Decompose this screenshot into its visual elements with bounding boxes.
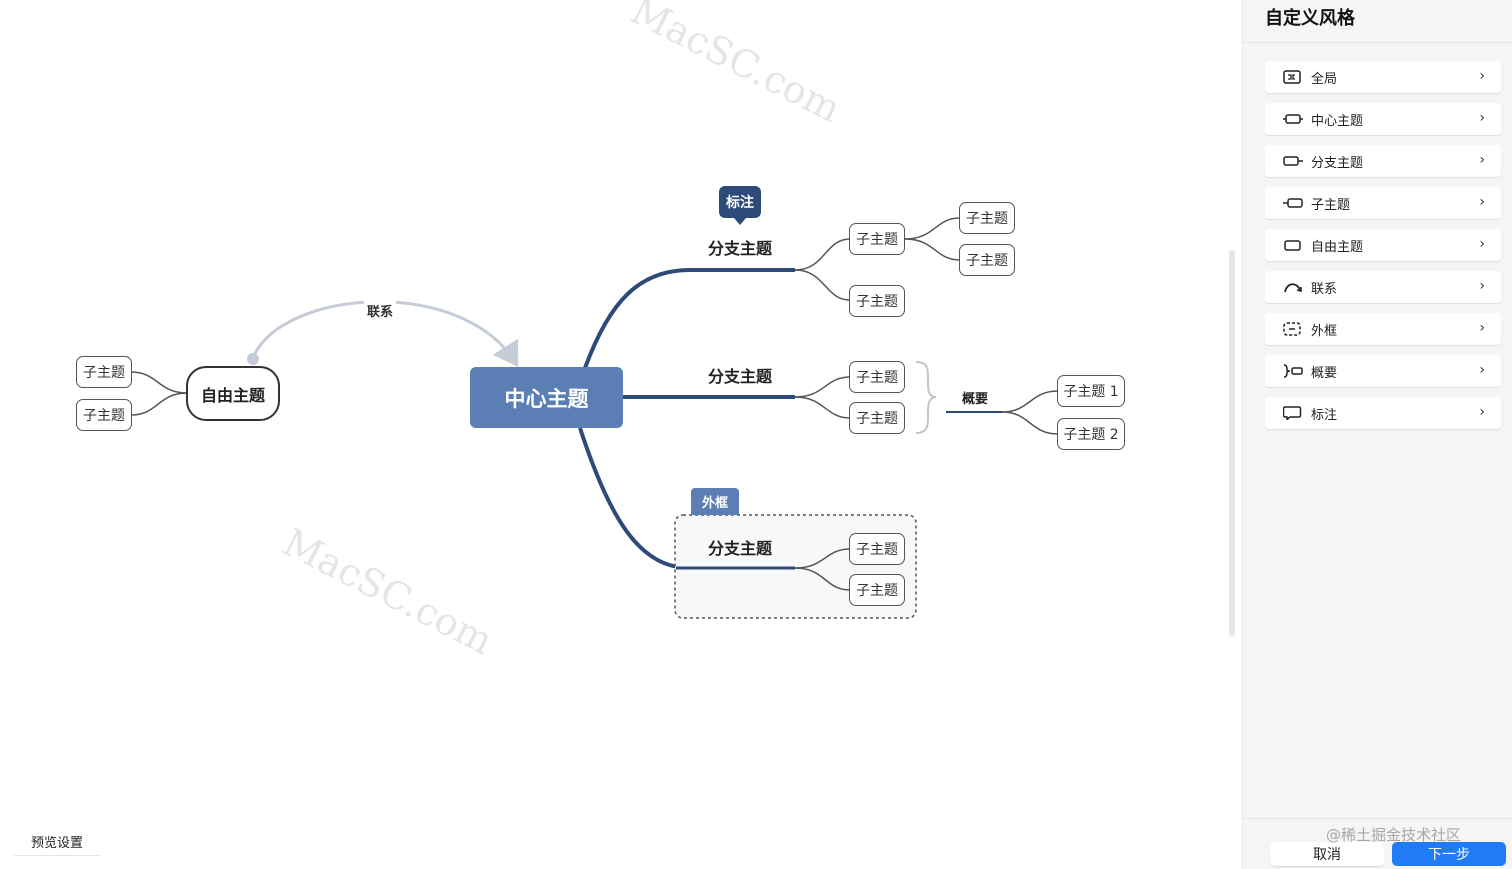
menu-item-label: 全局 [1311, 71, 1338, 87]
panel-title: 自定义风格 [1265, 8, 1355, 29]
canvas-scrollbar[interactable] [1229, 250, 1235, 636]
free-topic-icon [1284, 240, 1301, 251]
panel-footer-divider [1243, 818, 1512, 819]
branch-topic-3[interactable]: 分支主题 [707, 539, 772, 558]
summary-brace [915, 361, 937, 434]
chevron-right-icon: › [1479, 110, 1485, 126]
branch-line-1 [583, 268, 795, 369]
chevron-right-icon: › [1479, 152, 1485, 168]
menu-item-label: 中心主题 [1311, 113, 1364, 129]
menu-item-label: 标注 [1311, 407, 1338, 423]
summary-icon [1283, 364, 1303, 378]
boundary-tag[interactable]: 外框 [691, 488, 739, 515]
subtopic-b1-1[interactable]: 子主题 [849, 223, 905, 255]
mindmap-connectors [130, 217, 1059, 619]
chevron-right-icon: › [1479, 404, 1485, 420]
chevron-right-icon: › [1479, 362, 1485, 378]
summary-subtopic-2[interactable]: 子主题 2 [1057, 418, 1125, 450]
subtopic-b2-2[interactable]: 子主题 [849, 402, 905, 434]
menu-item-label: 联系 [1311, 281, 1338, 297]
menu-item-central-topic[interactable]: 中心主题 › [1265, 103, 1501, 135]
chevron-right-icon: › [1479, 194, 1485, 210]
menu-item-label: 外框 [1311, 323, 1338, 339]
summary-subtopic-1[interactable]: 子主题 1 [1057, 375, 1125, 407]
chevron-right-icon: › [1479, 68, 1485, 84]
source-watermark: @稀土掘金技术社区 [1326, 826, 1462, 844]
chevron-right-icon: › [1479, 320, 1485, 336]
preview-settings-button[interactable]: 预览设置 [14, 828, 100, 856]
menu-item-callout[interactable]: 标注 › [1265, 397, 1501, 429]
subtopic-icon [1283, 198, 1303, 208]
menu-item-boundary[interactable]: 外框 › [1265, 313, 1501, 345]
subtopic-b2-1[interactable]: 子主题 [849, 361, 905, 393]
relationship-label[interactable]: 联系 [364, 300, 397, 320]
subtopic-free-2[interactable]: 子主题 [76, 399, 132, 431]
callout-note[interactable]: 标注 [719, 186, 761, 225]
relationship-icon [1284, 283, 1302, 293]
global-icon [1283, 70, 1301, 84]
menu-item-label: 子主题 [1311, 197, 1351, 213]
branch-topic-1[interactable]: 分支主题 [707, 239, 772, 258]
style-panel: 自定义风格 全局 › 中心主题 › 分支主题 › 子主题 › 自由主题 › [1242, 0, 1512, 869]
subtopic-b1-nested-1[interactable]: 子主题 [959, 202, 1015, 234]
menu-item-label: 分支主题 [1311, 155, 1364, 171]
branch-topic-2[interactable]: 分支主题 [707, 367, 772, 386]
branch-topic-icon [1283, 156, 1303, 166]
free-topic[interactable]: 自由主题 [186, 366, 280, 421]
central-topic-icon [1283, 114, 1303, 124]
subtopic-free-1[interactable]: 子主题 [76, 356, 132, 388]
boundary-icon [1283, 322, 1301, 336]
subtopic-b1-2[interactable]: 子主题 [849, 285, 905, 317]
callout-icon [1283, 406, 1302, 420]
subtopic-b1-nested-2[interactable]: 子主题 [959, 244, 1015, 276]
menu-item-relationship[interactable]: 联系 › [1265, 271, 1501, 303]
subtopic-b3-2[interactable]: 子主题 [849, 574, 905, 606]
subtopic-b3-1[interactable]: 子主题 [849, 533, 905, 565]
relationship-start-dot [247, 353, 259, 365]
summary-topic[interactable]: 概要 [961, 391, 988, 407]
menu-item-branch-topic[interactable]: 分支主题 › [1265, 145, 1501, 177]
menu-item-summary[interactable]: 概要 › [1265, 355, 1501, 387]
next-step-button[interactable]: 下一步 [1392, 842, 1506, 866]
central-topic[interactable]: 中心主题 [470, 367, 623, 428]
mindmap-canvas[interactable]: MacSC.com MacSC.com 联系 中心主题 标注 分支主题 分支主题… [0, 0, 1226, 869]
menu-item-label: 概要 [1311, 365, 1338, 381]
menu-item-label: 自由主题 [1311, 239, 1364, 255]
menu-item-global[interactable]: 全局 › [1265, 61, 1501, 93]
chevron-right-icon: › [1479, 278, 1485, 294]
cancel-button[interactable]: 取消 [1270, 842, 1384, 866]
chevron-right-icon: › [1479, 236, 1485, 252]
panel-divider [1243, 42, 1512, 43]
menu-item-free-topic[interactable]: 自由主题 › [1265, 229, 1501, 261]
menu-item-subtopic[interactable]: 子主题 › [1265, 187, 1501, 219]
